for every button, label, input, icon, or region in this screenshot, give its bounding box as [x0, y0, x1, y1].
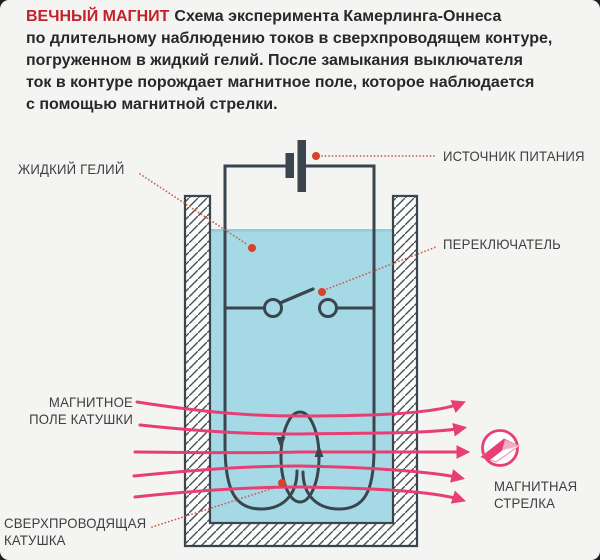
field-line-4	[132, 464, 466, 483]
wire-left	[223, 164, 299, 511]
header-line-1-rest: Схема эксперимента Камерлинга-Оннеса	[174, 8, 502, 25]
page-title: ВЕЧНЫЙ МАГНИТ	[26, 8, 170, 25]
field-line-2	[138, 422, 468, 437]
field-line-5	[133, 485, 466, 504]
current-arrow-down-icon	[276, 437, 286, 449]
label-liquid-helium: ЖИДКИЙ ГЕЛИЙ	[18, 161, 125, 177]
leader-coil	[151, 486, 278, 528]
label-switch: ПЕРЕКЛЮЧАТЕЛЬ	[443, 236, 562, 252]
wire-right	[301, 164, 376, 511]
header-line-5: с помощью магнитной стрелки.	[26, 96, 278, 113]
label-superconducting-coil: СВЕРХПРОВОДЯЩАЯ КАТУШКА	[4, 515, 147, 548]
header-line-2: по длительному наблюдению токов в сверхп…	[26, 30, 553, 47]
red-dot-icon	[248, 244, 256, 252]
current-arrow-up-icon	[314, 445, 324, 457]
switch-icon	[263, 287, 338, 318]
red-dot-icon	[312, 152, 320, 160]
leader-dots	[248, 152, 326, 487]
red-dot-icon	[278, 479, 286, 487]
compass-icon	[479, 429, 520, 467]
circuit	[223, 140, 376, 511]
leader-lines	[139, 155, 438, 528]
liquid-helium	[210, 229, 393, 523]
leader-liquid-helium	[139, 173, 249, 246]
field-line-1	[135, 400, 466, 418]
label-power-source: ИСТОЧНИК ПИТАНИЯ	[443, 148, 585, 164]
label-magnetic-needle: МАГНИТНАЯ СТРЕЛКА	[494, 478, 578, 511]
label-coil-field: МАГНИТНОЕ ПОЛЕ КАТУШКИ	[29, 394, 134, 427]
header-line-4: ток в контуре порождает магнитное поле, …	[26, 74, 535, 91]
current-arrows	[276, 437, 324, 457]
leader-switch	[326, 246, 437, 290]
battery-icon	[285, 140, 306, 192]
field-line-3	[133, 445, 471, 459]
header-line-3: погруженном в жидкий гелий. После замыка…	[26, 52, 523, 69]
vessel	[183, 194, 419, 548]
field-lines	[132, 400, 471, 504]
red-dot-icon	[318, 288, 326, 296]
